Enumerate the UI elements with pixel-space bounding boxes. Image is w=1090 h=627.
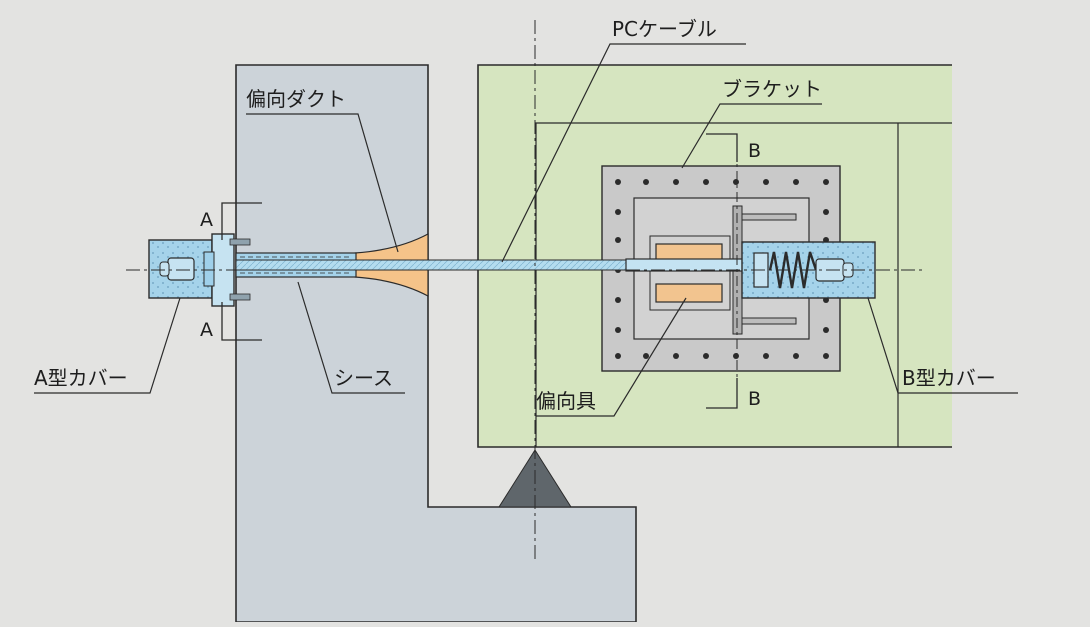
bolt-hole [615,327,621,333]
bolt-hole [823,327,829,333]
leader-a-cover [34,297,181,394]
label-deflector: 偏向具 [536,389,596,413]
bolt-hole [643,353,649,359]
pc-cable [235,259,647,271]
leader-deflection-duct [246,113,399,253]
rib-plate-upper [737,213,797,221]
bolt-hole [703,179,709,185]
leader-sheath [297,281,405,394]
section-a-top-label: A [200,209,213,231]
deflector-frame [649,235,731,311]
a-anchor-head [203,251,215,287]
leader-deflector [536,297,687,417]
bolt-hole [763,179,769,185]
deflector-block-lower [655,283,723,303]
pc-cable-anchor-segment [625,258,745,272]
bolt-hole [673,179,679,185]
b-cover-spring [768,251,818,289]
bolt-hole [615,237,621,243]
bolt-hole [823,209,829,215]
leader-lines [34,43,1018,417]
bolt-hole [823,179,829,185]
a-cover-nut-tip [159,261,170,277]
girder-inner-line [535,122,952,447]
label-bracket: ブラケット [722,77,822,101]
bolt-hole [643,179,649,185]
bolt-hole [733,353,739,359]
label-pc-cable: PCケーブル [612,17,717,41]
a-bolt-lower [229,293,251,301]
bolt-hole [615,179,621,185]
section-b-bottom-label: B [748,388,761,410]
bolt-hole [793,179,799,185]
bolt-hole [615,209,621,215]
bolt-hole [615,353,621,359]
section-b-top-label: B [748,140,761,162]
bolt-hole [823,353,829,359]
bolt-hole [703,353,709,359]
label-b-type-cover: B型カバー [902,366,996,390]
a-bolt-upper [229,238,251,246]
rib-plate-lower [737,317,797,325]
leader-bracket [681,103,822,169]
leader-b-cover [867,297,1018,394]
label-a-type-cover: A型カバー [34,366,128,390]
bolt-hole [615,297,621,303]
label-sheath: シース [334,366,393,390]
bolt-hole [763,353,769,359]
bolt-hole [793,353,799,359]
leader-pc-cable [501,43,746,263]
bolt-hole [673,353,679,359]
section-a-marker [221,202,262,341]
section-b-marker [706,133,738,409]
label-deflection-duct: 偏向ダクト [246,87,346,111]
section-a-bottom-label: A [200,319,213,341]
bolt-hole [733,179,739,185]
a-cover-nut [167,257,195,281]
